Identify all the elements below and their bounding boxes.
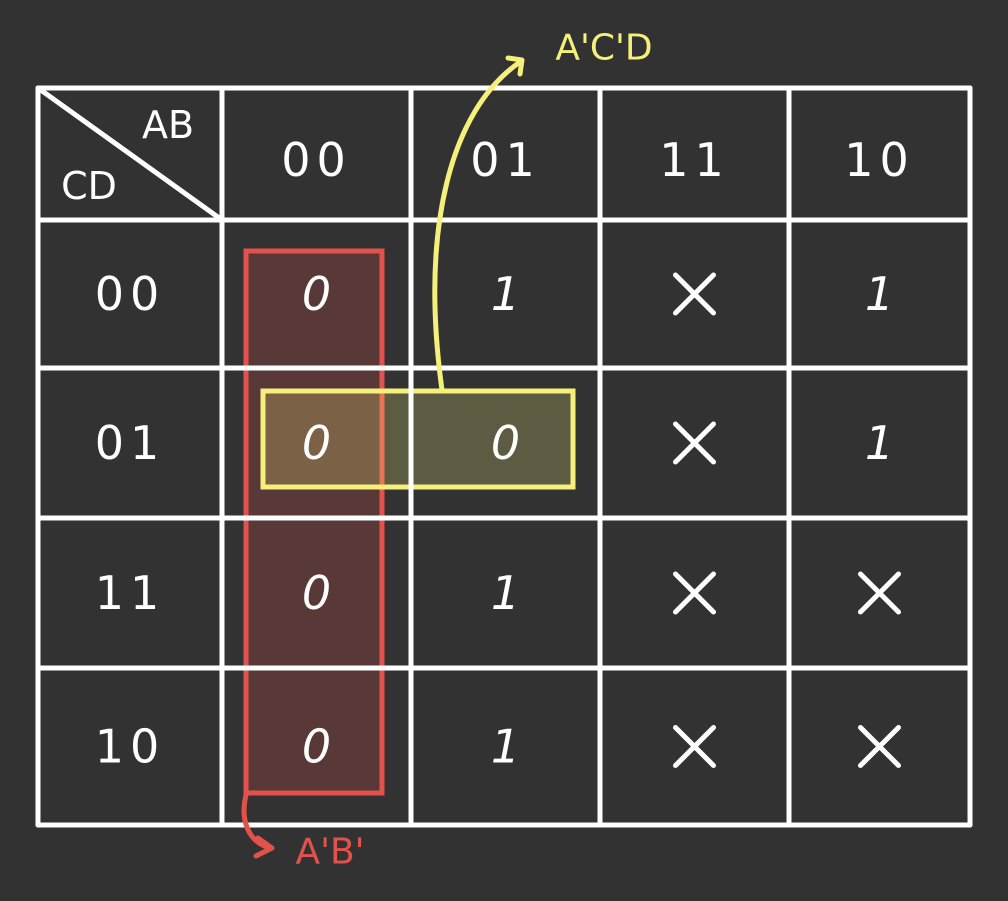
cell-01-00: 0 <box>302 416 331 470</box>
dont-care-mark <box>673 725 716 768</box>
corner-col-var: AB <box>142 103 194 147</box>
cell-01-01: 0 <box>491 416 520 470</box>
group-label-2: A'C'D <box>555 28 652 69</box>
row-header-01: 01 <box>95 416 166 470</box>
col-header-00: 00 <box>281 133 352 187</box>
arrow-a-c-d <box>432 59 523 393</box>
dont-care-mark <box>858 571 901 615</box>
cell-01-10: 1 <box>865 416 894 470</box>
cell-10-01: 1 <box>491 720 520 774</box>
arrow-head-a-b <box>253 835 275 859</box>
cell-11-11 <box>673 571 716 615</box>
group-box-1 <box>243 248 385 796</box>
row-header-00: 00 <box>95 267 166 321</box>
dont-care-mark <box>673 421 716 465</box>
row-header-10: 10 <box>95 720 166 774</box>
corner-diagonal <box>35 85 225 223</box>
cell-00-01: 1 <box>491 267 520 321</box>
cell-00-00: 0 <box>302 267 331 321</box>
group-highlights <box>243 248 576 796</box>
dont-care-mark <box>673 272 716 316</box>
cell-00-11 <box>673 272 716 316</box>
col-header-11: 11 <box>659 133 730 187</box>
cell-11-10 <box>858 571 901 615</box>
kmap-grid <box>35 85 973 828</box>
col-header-10: 10 <box>844 133 915 187</box>
dont-care-mark <box>858 725 901 768</box>
col-header-01: 01 <box>470 133 541 187</box>
corner-row-var: CD <box>61 164 117 208</box>
arrow-head-a-c-d <box>505 55 525 77</box>
kmap-cells: 0 1 1 0 0 1 0 1 0 1 <box>302 267 901 774</box>
dont-care-mark <box>673 571 716 615</box>
group-label-1: A'B' <box>295 832 364 873</box>
group-box-2 <box>260 388 576 490</box>
cell-01-11 <box>673 421 716 465</box>
cell-00-10: 1 <box>865 267 894 321</box>
arrow-a-b <box>241 792 273 851</box>
cell-11-00: 0 <box>302 566 331 620</box>
row-header-11: 11 <box>95 566 166 620</box>
cell-10-10 <box>858 725 901 768</box>
cell-11-01: 1 <box>491 566 520 620</box>
group-labels: A'B' A'C'D <box>241 28 653 873</box>
cell-10-00: 0 <box>302 720 331 774</box>
cell-10-11 <box>673 725 716 768</box>
